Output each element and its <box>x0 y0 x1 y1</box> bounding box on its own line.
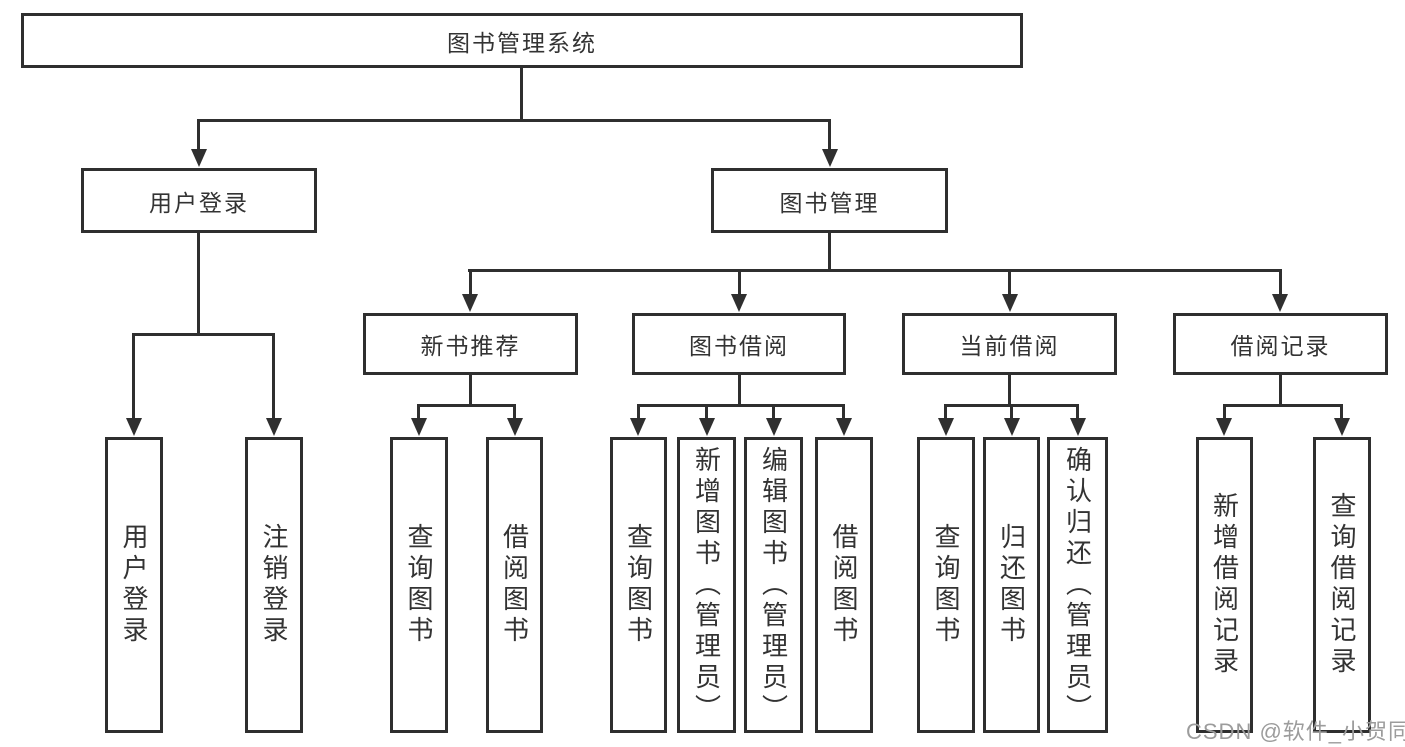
arrow-down-icon <box>836 418 852 436</box>
arrow-down-icon <box>1216 418 1232 436</box>
node-root-library-system: 图书管理系统 <box>21 13 1023 68</box>
arrow-down-icon <box>630 418 646 436</box>
arrow-down-icon <box>1002 294 1018 312</box>
node-label: 借阅图书 <box>829 523 859 647</box>
connector-line <box>1279 269 1282 296</box>
leaf-return-books: 归还图书 <box>983 437 1040 733</box>
arrow-down-icon <box>1004 418 1020 436</box>
node-label: 借阅记录 <box>1230 333 1331 359</box>
node-current-borrow: 当前借阅 <box>902 313 1117 375</box>
leaf-query-books-current: 查询图书 <box>917 437 975 733</box>
arrow-down-icon <box>699 418 715 436</box>
leaf-query-borrow-record: 查询借阅记录 <box>1313 437 1371 733</box>
leaf-add-books-admin: 新增图书（管理员） <box>677 437 736 733</box>
connector-line <box>1008 269 1011 296</box>
node-label: 查询图书 <box>931 523 961 647</box>
connector-line <box>513 404 516 420</box>
node-book-borrow: 图书借阅 <box>632 313 846 375</box>
connector-line <box>1340 404 1343 420</box>
connector-line <box>705 404 708 420</box>
connector-line <box>637 404 640 420</box>
arrow-down-icon <box>411 418 427 436</box>
connector-line <box>842 404 845 420</box>
connector-line <box>1076 404 1079 420</box>
connector-line <box>469 269 472 296</box>
node-label: 当前借阅 <box>959 333 1060 359</box>
node-label: 查询图书 <box>404 523 434 647</box>
arrow-down-icon <box>822 149 838 167</box>
connector-line <box>197 119 200 151</box>
node-user-login: 用户登录 <box>81 168 317 233</box>
leaf-borrow-books: 借阅图书 <box>815 437 873 733</box>
connector-line <box>1223 404 1226 420</box>
arrow-down-icon <box>1334 418 1350 436</box>
node-borrow-records: 借阅记录 <box>1173 313 1388 375</box>
node-label: 图书管理系统 <box>447 29 597 56</box>
arrow-down-icon <box>938 418 954 436</box>
arrow-down-icon <box>191 149 207 167</box>
node-label: 查询借阅记录 <box>1327 492 1357 678</box>
node-label: 新增图书（管理员） <box>691 445 722 725</box>
node-label: 图书管理 <box>779 189 880 216</box>
arrow-down-icon <box>1070 418 1086 436</box>
connector-line <box>1008 375 1011 407</box>
leaf-add-borrow-record: 新增借阅记录 <box>1196 437 1253 733</box>
csdn-watermark: CSDN @软件_小贺同学 <box>1186 719 1405 744</box>
connector-line <box>197 119 831 122</box>
connector-line <box>1279 375 1282 407</box>
leaf-edit-books-admin: 编辑图书（管理员） <box>744 437 803 733</box>
arrow-down-icon <box>462 294 478 312</box>
arrow-down-icon <box>266 418 282 436</box>
connector-line <box>132 333 135 419</box>
leaf-query-books-borrow: 查询图书 <box>610 437 667 733</box>
connector-line <box>468 269 1282 272</box>
connector-line <box>132 333 275 336</box>
leaf-borrow-books-recommend: 借阅图书 <box>486 437 543 733</box>
leaf-query-books-recommend: 查询图书 <box>390 437 448 733</box>
connector-line <box>738 375 741 407</box>
node-new-book-recommend: 新书推荐 <box>363 313 578 375</box>
arrow-down-icon <box>1272 294 1288 312</box>
connector-line <box>828 119 831 151</box>
connector-line <box>1010 404 1013 420</box>
arrow-down-icon <box>126 418 142 436</box>
node-label: 查询图书 <box>623 523 654 647</box>
node-label: 归还图书 <box>996 523 1027 647</box>
connector-line <box>520 68 523 121</box>
arrow-down-icon <box>731 294 747 312</box>
connector-line <box>772 404 775 420</box>
leaf-user-login: 用户登录 <box>105 437 163 733</box>
leaf-confirm-return-admin: 确认归还（管理员） <box>1047 437 1108 733</box>
connector-line <box>637 404 845 407</box>
arrow-down-icon <box>507 418 523 436</box>
connector-line <box>738 269 741 296</box>
connector-line <box>417 404 516 407</box>
connector-line <box>469 375 472 407</box>
arrow-down-icon <box>766 418 782 436</box>
connector-line <box>197 233 200 335</box>
connector-line <box>417 404 420 420</box>
node-label: 借阅图书 <box>499 523 530 647</box>
connector-line <box>828 233 831 271</box>
node-label: 用户登录 <box>119 523 149 647</box>
leaf-logout: 注销登录 <box>245 437 303 733</box>
node-label: 确认归还（管理员） <box>1062 445 1093 725</box>
node-label: 新书推荐 <box>420 333 521 359</box>
node-label: 图书借阅 <box>689 333 789 359</box>
connector-line <box>944 404 947 420</box>
node-label: 编辑图书（管理员） <box>758 445 789 725</box>
node-label: 用户登录 <box>149 189 249 216</box>
node-label: 注销登录 <box>259 523 289 647</box>
node-book-management: 图书管理 <box>711 168 948 233</box>
node-label: 新增借阅记录 <box>1209 492 1240 678</box>
connector-line <box>272 333 275 419</box>
connector-line <box>1223 404 1343 407</box>
